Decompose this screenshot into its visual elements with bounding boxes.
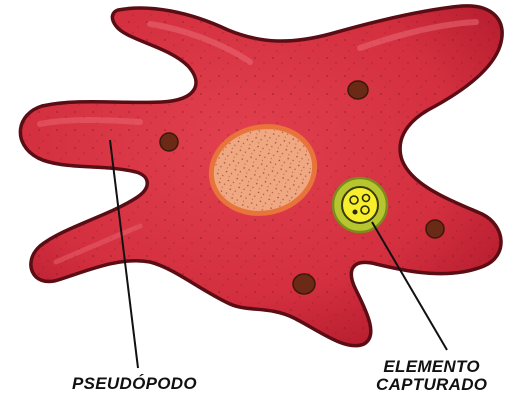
vacuole-4 <box>293 274 315 294</box>
captured-element <box>333 178 387 232</box>
label-captured-element: ELEMENTO CAPTURADO <box>376 358 487 395</box>
label-captured-element-line2: CAPTURADO <box>376 376 487 394</box>
vacuole-2 <box>160 133 178 151</box>
vacuole-3 <box>426 220 444 238</box>
vacuole-1 <box>348 81 368 99</box>
label-captured-element-line1: ELEMENTO <box>376 358 487 376</box>
label-pseudopodo: PSEUDÓPODO <box>72 375 197 393</box>
